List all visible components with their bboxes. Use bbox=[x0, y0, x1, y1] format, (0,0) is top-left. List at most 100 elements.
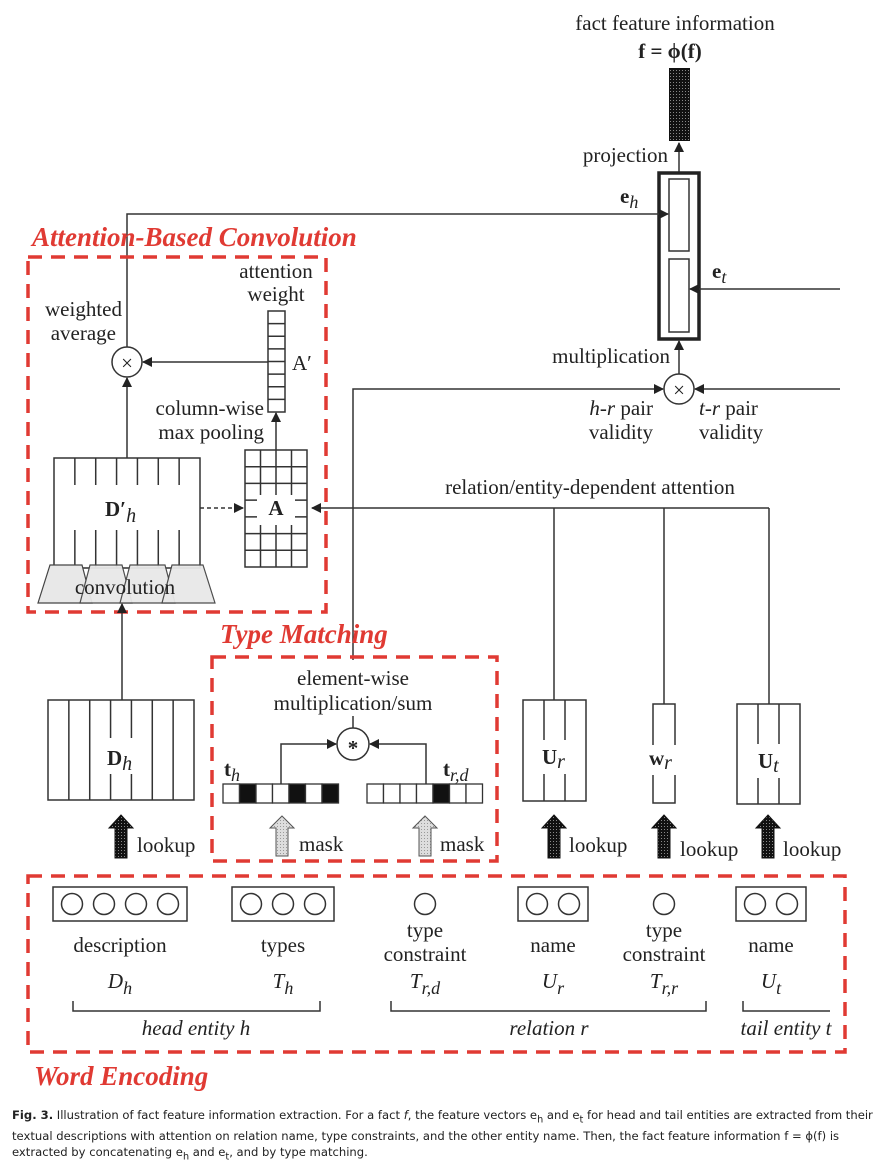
item-symbol: Ut bbox=[761, 969, 782, 998]
head-entity-brace bbox=[72, 1001, 321, 1012]
embedding-unit bbox=[156, 892, 180, 916]
e-h-connector bbox=[126, 209, 669, 348]
multiplication-label: multiplication bbox=[552, 344, 670, 368]
type-matching-title: Type Matching bbox=[220, 619, 388, 649]
attention-weight-label-1: attention bbox=[239, 259, 313, 283]
e-t-label: et bbox=[712, 259, 727, 287]
a-prime-label: A′ bbox=[292, 351, 312, 375]
embedding-unit bbox=[525, 892, 549, 916]
embedding-unit bbox=[303, 892, 327, 916]
u-t-matrix bbox=[736, 703, 801, 805]
embedding-unit bbox=[775, 892, 799, 916]
u-r-label: Ur bbox=[542, 745, 565, 773]
d-prime-label: D′h bbox=[105, 497, 136, 527]
caption-sub-h: h bbox=[537, 1114, 544, 1126]
d-h-label-bg bbox=[95, 738, 145, 774]
attention-conv-title: Attention-Based Convolution bbox=[30, 222, 357, 252]
lookup-arrow-4 bbox=[754, 814, 782, 859]
u-r-label-bg bbox=[536, 740, 574, 774]
lookup-label-4: lookup bbox=[783, 837, 841, 861]
empty-cell bbox=[271, 783, 290, 804]
d-prime-matrix bbox=[53, 457, 201, 569]
attention-conv-region bbox=[26, 255, 328, 614]
a-prime-vector bbox=[267, 310, 286, 413]
t-rd-vector bbox=[366, 783, 484, 804]
t-h-vector bbox=[222, 783, 340, 804]
e-h-label: eh bbox=[620, 184, 638, 212]
element-wise-label-1: element-wise bbox=[297, 666, 409, 690]
item-label-2: constraint bbox=[384, 942, 467, 966]
column-wise-label-1: column-wise bbox=[156, 396, 264, 420]
attention-matrix bbox=[244, 449, 308, 568]
item-label: name bbox=[530, 933, 575, 957]
item-label: types bbox=[261, 933, 305, 957]
column-wise-label-2: max pooling bbox=[158, 420, 264, 444]
multiply-icon: × bbox=[673, 378, 685, 402]
tr-validity-label: validity bbox=[699, 420, 764, 444]
word-encoding-region bbox=[26, 874, 847, 1054]
tr-pair-label: t-r pair bbox=[699, 396, 758, 420]
empty-cell bbox=[382, 783, 401, 804]
empty-cell bbox=[448, 783, 467, 804]
embedding-unit bbox=[652, 892, 676, 916]
caption-text-1: Illustration of fact feature information… bbox=[53, 1108, 404, 1122]
item-symbol: Dh bbox=[107, 969, 132, 998]
t-h-label: th bbox=[224, 757, 240, 785]
embedding-unit bbox=[743, 892, 767, 916]
word-encoding-title: Word Encoding bbox=[34, 1061, 208, 1091]
hr-pair-label: h-r pair bbox=[589, 396, 653, 420]
lookup-label-3: lookup bbox=[680, 837, 738, 861]
convolution-filters bbox=[37, 564, 216, 604]
mask-label-right: mask bbox=[440, 832, 485, 856]
u-t-label: Ut bbox=[758, 749, 779, 777]
caption-text-3: and e bbox=[543, 1108, 580, 1122]
figure-caption: Fig. 3. Illustration of fact feature inf… bbox=[12, 1107, 882, 1166]
caption-sub-t: t bbox=[579, 1114, 584, 1126]
hr-validity-label: validity bbox=[589, 420, 654, 444]
u-t-label-bg bbox=[752, 744, 790, 778]
t-rd-to-star-arrow bbox=[369, 739, 427, 784]
caption-fact: f bbox=[403, 1108, 408, 1122]
caption-text-6: , and by type matching. bbox=[229, 1145, 368, 1160]
word-encoding-items: descriptionDhtypesThtypeconstraintTr,dna… bbox=[52, 886, 807, 998]
hr-validity-connector bbox=[352, 384, 664, 660]
caption-text-5: and e bbox=[189, 1145, 226, 1160]
caption-fig-label: Fig. 3. bbox=[12, 1108, 54, 1122]
embedding-unit bbox=[557, 892, 581, 916]
embedding-unit bbox=[239, 892, 263, 916]
element-wise-label-2: multiplication/sum bbox=[274, 691, 433, 715]
empty-cell bbox=[415, 783, 434, 804]
convolution-label: convolution bbox=[75, 575, 176, 599]
u-r-matrix bbox=[522, 699, 587, 802]
item-label: type bbox=[646, 918, 682, 942]
w-r-label-bg bbox=[648, 745, 682, 775]
item-symbol: Tr,r bbox=[650, 969, 679, 998]
star-icon: * bbox=[348, 736, 359, 760]
empty-cell bbox=[304, 783, 323, 804]
fact-feature-vector bbox=[669, 68, 690, 141]
t-rd-label: tr,d bbox=[443, 757, 470, 785]
d-h-matrix bbox=[47, 699, 195, 801]
lookup-arrow-1 bbox=[107, 814, 135, 859]
tail-entity-brace bbox=[742, 1001, 830, 1012]
item-label: type bbox=[407, 918, 443, 942]
empty-cell bbox=[366, 783, 385, 804]
d-h-label: Dh bbox=[107, 746, 132, 775]
caption-text-4: for head and tail entities are extracted… bbox=[12, 1108, 873, 1160]
weighted-average-label-2: average bbox=[51, 321, 116, 345]
fact-feature-formula: f = ϕ(f) bbox=[638, 39, 702, 63]
mask-arrow-right bbox=[411, 815, 439, 857]
lookup-label-2: lookup bbox=[569, 833, 627, 857]
mask-arrow-left bbox=[268, 815, 296, 857]
item-label: name bbox=[748, 933, 793, 957]
empty-cell bbox=[465, 783, 484, 804]
mask-label-left: mask bbox=[299, 832, 344, 856]
type-matching-region bbox=[210, 655, 499, 863]
empty-cell bbox=[255, 783, 274, 804]
filled-cell bbox=[432, 783, 451, 804]
